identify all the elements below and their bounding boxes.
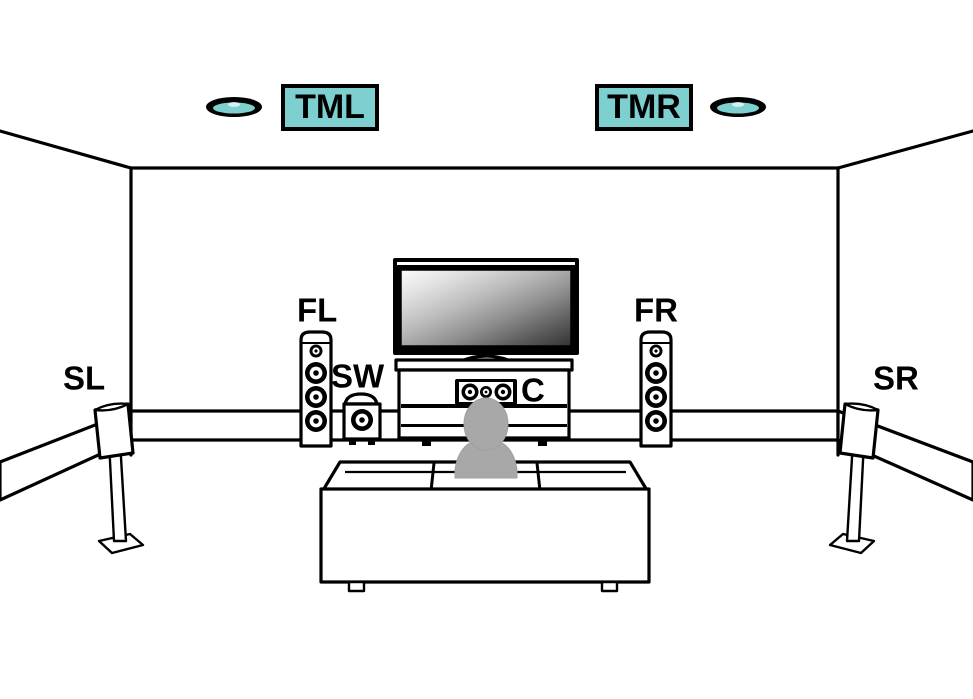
tv-top-gap	[397, 262, 575, 265]
label-subwoofer: SW	[331, 358, 385, 395]
label-front-right: FR	[634, 292, 678, 329]
room-shell	[0, 129, 973, 457]
sl-cabinet	[93, 402, 135, 460]
label-surround-left: SL	[63, 360, 105, 397]
av-cabinet-leg-left	[422, 438, 431, 446]
label-center: C	[521, 372, 545, 409]
av-cabinet-leg-right	[538, 438, 547, 446]
sofa-foot-right	[600, 580, 619, 593]
sr-cabinet-top	[843, 402, 880, 412]
speaker-surround-right	[828, 402, 880, 555]
ceiling-speaker-right	[710, 97, 766, 117]
speaker-front-left	[299, 330, 333, 448]
fr-driver-2-dome	[653, 394, 659, 400]
tmr-speaker-dome	[732, 102, 744, 107]
center-driver-right-dome	[500, 389, 506, 395]
label-surround-right: SR	[873, 360, 919, 397]
sofa-foot-left	[347, 580, 366, 593]
sr-cabinet	[838, 402, 880, 460]
tv-screen	[400, 269, 572, 347]
sw-foot-right	[368, 439, 375, 445]
speaker-front-right	[639, 330, 673, 448]
ceiling-speaker-left	[206, 97, 262, 117]
tmr-badge-background	[595, 84, 693, 131]
sofa-body	[319, 487, 651, 584]
tml-speaker-dome	[228, 102, 240, 107]
tml-badge-label: TML	[295, 88, 365, 126]
fr-driver-3-dome	[653, 418, 659, 424]
center-driver-left-dome	[467, 389, 473, 395]
fr-tweeter-dome	[654, 349, 658, 353]
fl-tweeter-dome	[314, 349, 318, 353]
fl-driver-1-dome	[313, 370, 319, 376]
sofa-cushion-divider-right	[535, 462, 542, 492]
ceiling-right-edge	[836, 129, 973, 170]
listener-head	[463, 397, 509, 451]
sw-driver-dome	[359, 417, 365, 423]
television	[393, 258, 579, 366]
fl-driver-2-dome	[313, 394, 319, 400]
tml-badge-background	[281, 84, 379, 131]
speaker-surround-left	[93, 402, 145, 555]
tml-speaker-cone	[213, 102, 255, 114]
tmr-badge-label: TMR	[607, 88, 681, 126]
center-driver-middle-dome	[484, 390, 488, 394]
speaker-center	[455, 379, 517, 405]
label-front-left: FL	[297, 292, 337, 329]
sw-foot-left	[349, 439, 356, 445]
tmr-speaker-cone	[717, 102, 759, 114]
ceiling-left-edge	[0, 129, 133, 170]
sofa	[319, 460, 651, 593]
badge-top-middle-right: TMR	[595, 84, 693, 131]
sofa-cushion-divider-left	[429, 462, 436, 492]
sl-cabinet-top	[93, 402, 130, 412]
sw-top-cap	[343, 392, 379, 406]
fl-driver-3-dome	[313, 418, 319, 424]
speaker-subwoofer	[342, 392, 382, 445]
listener-silhouette	[454, 397, 518, 479]
fr-driver-1-dome	[653, 370, 659, 376]
badge-top-middle-left: TML	[281, 84, 379, 131]
